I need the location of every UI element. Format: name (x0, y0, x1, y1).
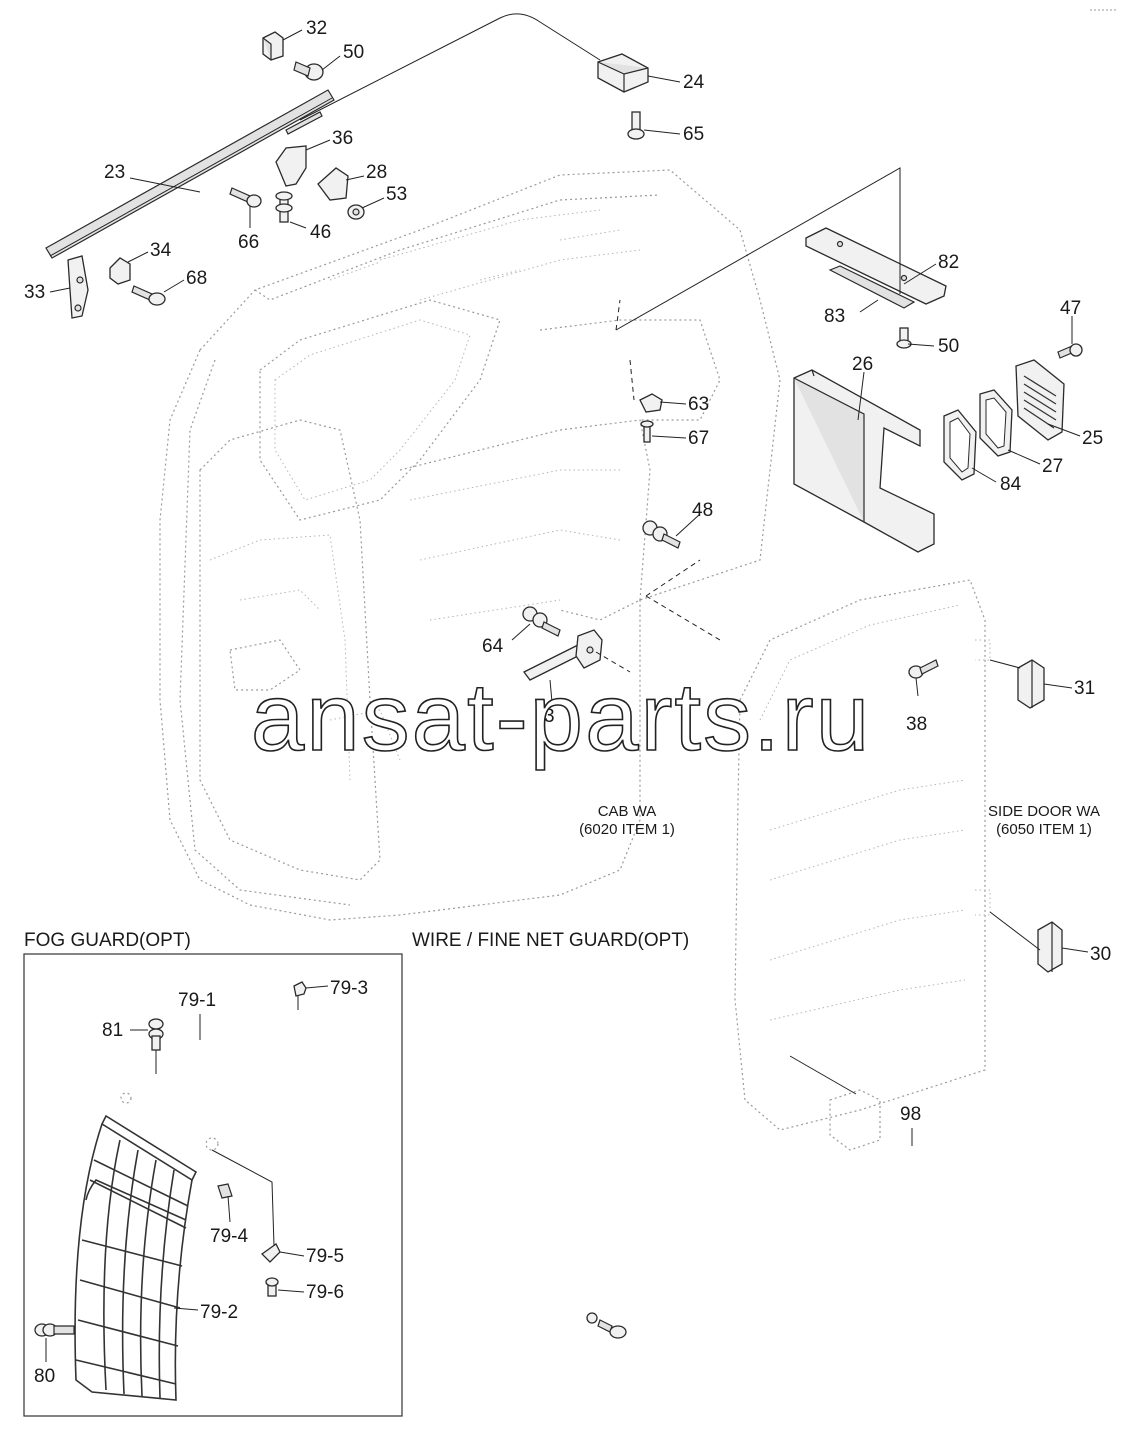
part-50-bolt (293, 61, 324, 81)
callout-65: 65 (683, 124, 704, 145)
callout-68: 68 (186, 268, 207, 289)
assembly-captions: CAB WA (6020 ITEM 1) SIDE DOOR WA (6050 … (579, 803, 1100, 838)
cab-caption-line2: (6020 ITEM 1) (579, 821, 675, 838)
wire-guard-bolt (586, 1312, 627, 1339)
part-32-bracket (262, 31, 284, 61)
side-door-outline (734, 579, 991, 1151)
callout-28: 28 (366, 162, 387, 183)
part-34-clip (109, 257, 131, 285)
callout-67: 67 (688, 428, 709, 449)
fog-guard-parts (34, 981, 329, 1401)
part-33-bracket (67, 255, 89, 319)
cab-caption-line1: CAB WA (598, 803, 657, 820)
callout-27: 27 (1042, 456, 1063, 477)
part-27-gasket (979, 389, 1013, 457)
part-46-bolt (275, 191, 293, 223)
part-63-clip (639, 393, 663, 413)
callout-33: 33 (24, 282, 45, 303)
part-48-bolt (642, 520, 681, 549)
part-84-gasket (943, 409, 977, 481)
part-23-strip (45, 89, 335, 259)
callout-24: 24 (683, 72, 705, 93)
callout-82: 82 (938, 252, 959, 273)
part-38-screw (908, 659, 939, 679)
callout-38: 38 (906, 714, 927, 735)
callout-23: 23 (104, 162, 125, 183)
part-36-bracket (275, 145, 307, 187)
callout-83: 83 (824, 306, 845, 327)
callout-84: 84 (1000, 474, 1022, 495)
callout-25: 25 (1082, 428, 1103, 449)
callout-79-2: 79-2 (200, 1302, 238, 1323)
part-3-latch (523, 629, 603, 681)
callout-32: 32 (306, 18, 327, 39)
part-64-bolt (522, 606, 561, 637)
callout-50: 50 (343, 42, 364, 63)
part-47-bolt (1057, 343, 1083, 359)
part-50-bolt-right (896, 327, 912, 349)
part-53-nut (347, 204, 365, 220)
part-66-bolt (229, 187, 262, 208)
callout-79-4: 79-4 (210, 1226, 248, 1247)
callout-26: 26 (852, 354, 873, 375)
callout-79-6: 79-6 (306, 1282, 344, 1303)
callout-36: 36 (332, 128, 353, 149)
callout-63: 63 (688, 394, 709, 415)
part-25-vent (1015, 359, 1065, 441)
leader-lines (49, 29, 1089, 1146)
callout-79-1: 79-1 (178, 990, 216, 1011)
callout-30: 30 (1090, 944, 1111, 965)
callout-48: 48 (692, 500, 713, 521)
part-26-foam (793, 369, 935, 553)
callout-3: 3 (544, 706, 555, 727)
wire-guard-title: WIRE / FINE NET GUARD(OPT) (412, 930, 689, 951)
fog-guard-title: FOG GUARD(OPT) (24, 930, 191, 951)
part-82-plate (805, 227, 947, 305)
callout-34: 34 (150, 240, 172, 261)
part-68-bolt (131, 285, 166, 306)
callout-31: 31 (1074, 678, 1095, 699)
part-28-plate (317, 167, 349, 201)
callout-79-5: 79-5 (306, 1246, 344, 1267)
part-83-strip (828, 265, 916, 309)
door-caption-line1: SIDE DOOR WA (988, 803, 1100, 820)
cab-outline (159, 169, 781, 921)
fog-guard-box (23, 953, 403, 1417)
callout-66: 66 (238, 232, 259, 253)
callout-46: 46 (310, 222, 331, 243)
callout-81: 81 (102, 1020, 123, 1041)
assembly-dashes (595, 167, 901, 673)
part-30-pad (1037, 921, 1063, 973)
callout-80: 80 (34, 1366, 55, 1387)
part-24-switch (299, 13, 649, 121)
callout-64: 64 (482, 636, 504, 657)
callout-47: 47 (1060, 298, 1081, 319)
callout-98: 98 (900, 1104, 921, 1125)
part-65-bolt (627, 111, 645, 140)
part-31-pad (1017, 659, 1045, 709)
callout-53: 53 (386, 184, 407, 205)
watermark: ansat-parts.ru (251, 664, 871, 771)
door-caption-line2: (6050 ITEM 1) (996, 821, 1092, 838)
callout-50b: 50 (938, 336, 959, 357)
callout-79-3: 79-3 (330, 978, 368, 999)
callout-labels: 32 50 24 65 36 23 28 53 66 46 34 68 33 8… (24, 18, 1111, 1387)
part-67-screw (640, 420, 654, 443)
